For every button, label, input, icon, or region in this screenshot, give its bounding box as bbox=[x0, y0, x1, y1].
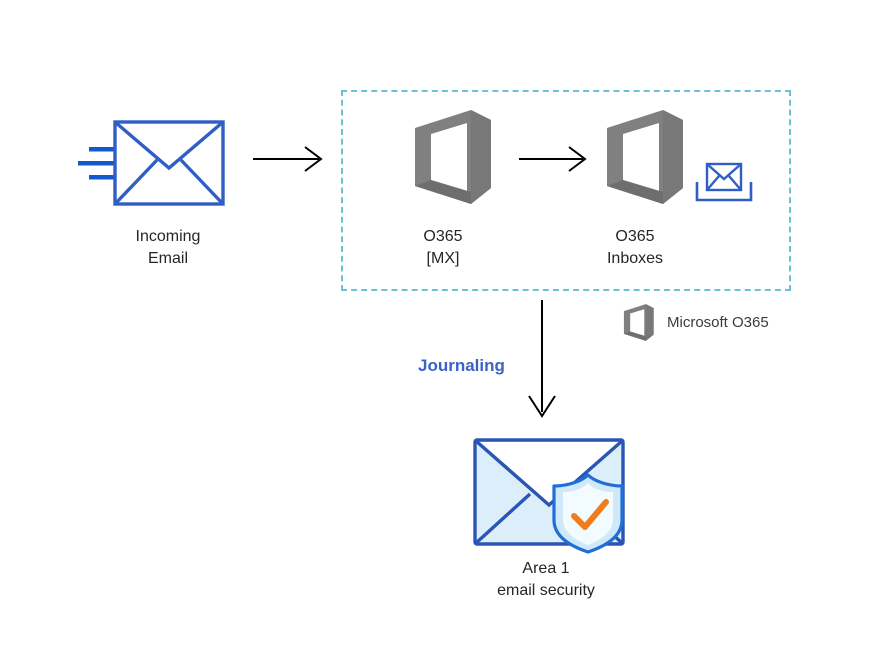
envelope-icon bbox=[113, 120, 225, 206]
o365-boundary-box bbox=[341, 90, 791, 291]
arrow-mx-to-inboxes bbox=[519, 143, 589, 175]
journaling-label: Journaling bbox=[418, 356, 505, 375]
arrow-inboxes-to-area1 bbox=[524, 300, 560, 420]
o365-mx-label-line1: O365 bbox=[423, 228, 463, 245]
o365-inboxes-label-line1: O365 bbox=[615, 228, 655, 245]
legend-label: Microsoft O365 bbox=[667, 314, 769, 331]
shielded-envelope-icon bbox=[470, 432, 634, 554]
shield-group bbox=[552, 473, 624, 554]
incoming-email-label-line2: Email bbox=[147, 250, 188, 267]
office365-icon-mx bbox=[405, 108, 497, 206]
o365-mx-label-line2: [MX] bbox=[426, 250, 460, 267]
incoming-email-label-line1: Incoming bbox=[135, 228, 201, 245]
arrow-incoming-to-mx bbox=[253, 143, 325, 175]
area1-label-line2: email security bbox=[497, 582, 595, 599]
office365-icon-inboxes bbox=[597, 108, 689, 206]
inbox-tray-icon bbox=[694, 160, 754, 204]
speed-lines-icon bbox=[76, 143, 120, 187]
legend-office365-icon bbox=[620, 303, 656, 342]
o365-inboxes-label-line2: Inboxes bbox=[606, 250, 664, 267]
area1-label-line1: Area 1 bbox=[522, 560, 570, 577]
